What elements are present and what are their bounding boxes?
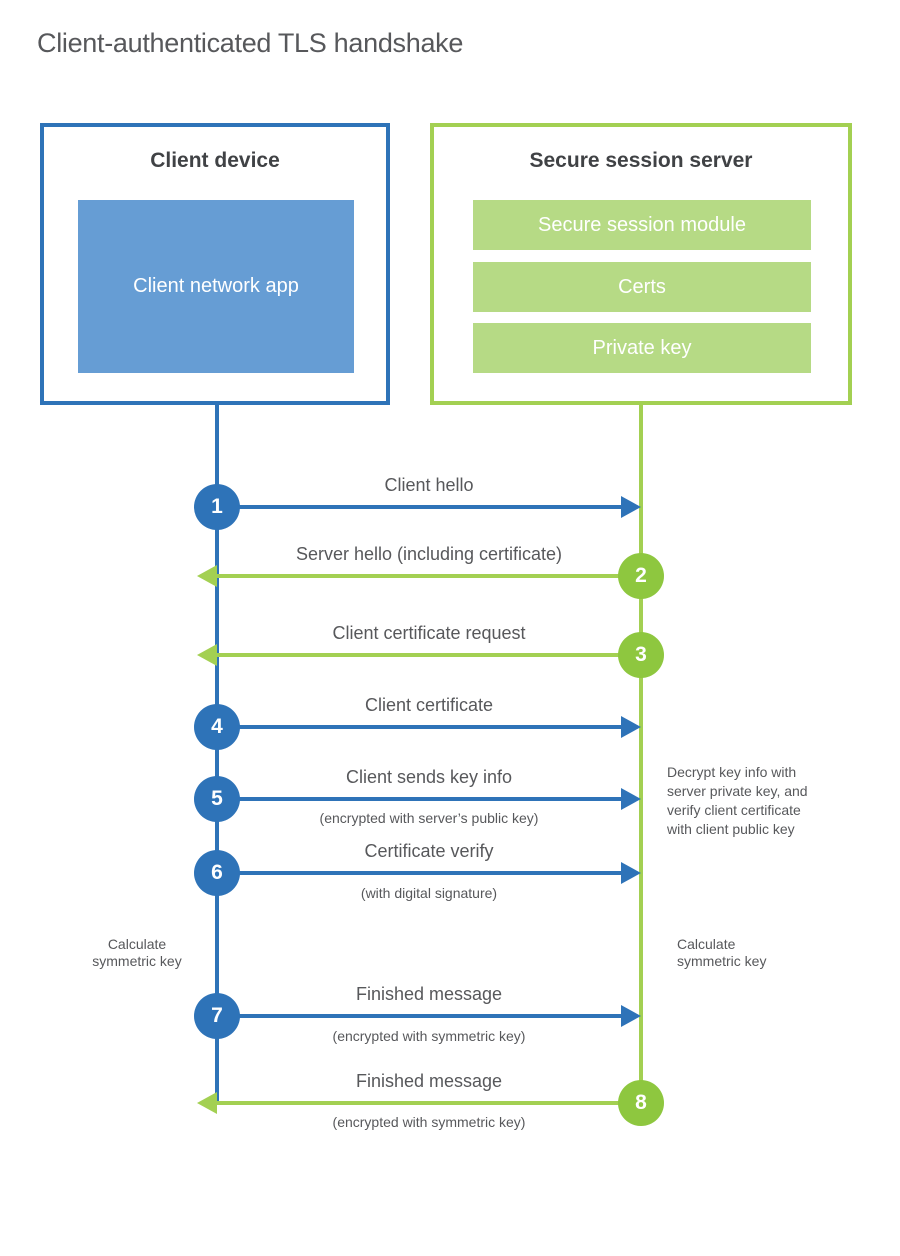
message-label: Client sends key info (345, 767, 513, 787)
arrow-head-right-icon (621, 496, 641, 518)
page-title: Client-authenticated TLS handshake (37, 28, 464, 58)
server-module-label: Secure session module (538, 213, 746, 236)
client-network-app-label: Client network app (133, 275, 299, 297)
arrow-head-right-icon (621, 716, 641, 738)
server-title: Secure session server (529, 149, 753, 172)
message-label: Finished message (355, 1071, 503, 1091)
arrow-shaft (216, 574, 641, 578)
message-label: Certificate verify (364, 841, 494, 861)
message-label: Server hello (including certificate) (295, 544, 563, 564)
message-label: Client certificate (364, 695, 494, 715)
message-note: (encrypted with server’s public key) (319, 810, 539, 826)
step-badge: 8 (618, 1080, 664, 1126)
arrow-head-right-icon (621, 1005, 641, 1027)
step-badge: 6 (194, 850, 240, 896)
server-lifeline (639, 404, 643, 1104)
arrow-shaft (217, 871, 623, 875)
arrow-shaft (217, 797, 623, 801)
message-label: Finished message (355, 984, 503, 1004)
step-badge: 5 (194, 776, 240, 822)
server-module-label: Private key (592, 336, 692, 359)
server-module-label: Certs (618, 275, 666, 298)
arrow-shaft (217, 725, 623, 729)
calc-symmetric-key-right: Calculate symmetric key (677, 936, 767, 969)
step-badge: 2 (618, 553, 664, 599)
arrow-head-left-icon (197, 1092, 217, 1114)
message-note: (encrypted with symmetric key) (332, 1114, 526, 1130)
step-badge: 4 (194, 704, 240, 750)
message-note: (encrypted with symmetric key) (332, 1028, 526, 1044)
server-module-bar: Certs (473, 262, 811, 312)
step-badge: 7 (194, 993, 240, 1039)
message-note: (with digital signature) (360, 885, 498, 901)
arrow-shaft (216, 653, 641, 657)
server-module-bar: Secure session module (473, 200, 811, 250)
message-label: Client certificate request (332, 623, 526, 643)
step-badge: 1 (194, 484, 240, 530)
client-device-title: Client device (150, 149, 280, 172)
arrow-shaft (216, 1101, 641, 1105)
step-badge: 3 (618, 632, 664, 678)
arrow-head-right-icon (621, 788, 641, 810)
arrow-shaft (217, 505, 623, 509)
client-lifeline (215, 404, 219, 1103)
calc-symmetric-key-left: Calculate symmetric key (92, 936, 182, 969)
arrow-head-right-icon (621, 862, 641, 884)
arrow-shaft (217, 1014, 623, 1018)
decrypt-note: Decrypt key info with server private key… (667, 764, 808, 837)
arrow-head-left-icon (197, 565, 217, 587)
server-module-bar: Private key (473, 323, 811, 373)
message-label: Client hello (384, 475, 474, 495)
arrow-head-left-icon (197, 644, 217, 666)
client-network-app-box: Client network app (78, 200, 354, 373)
